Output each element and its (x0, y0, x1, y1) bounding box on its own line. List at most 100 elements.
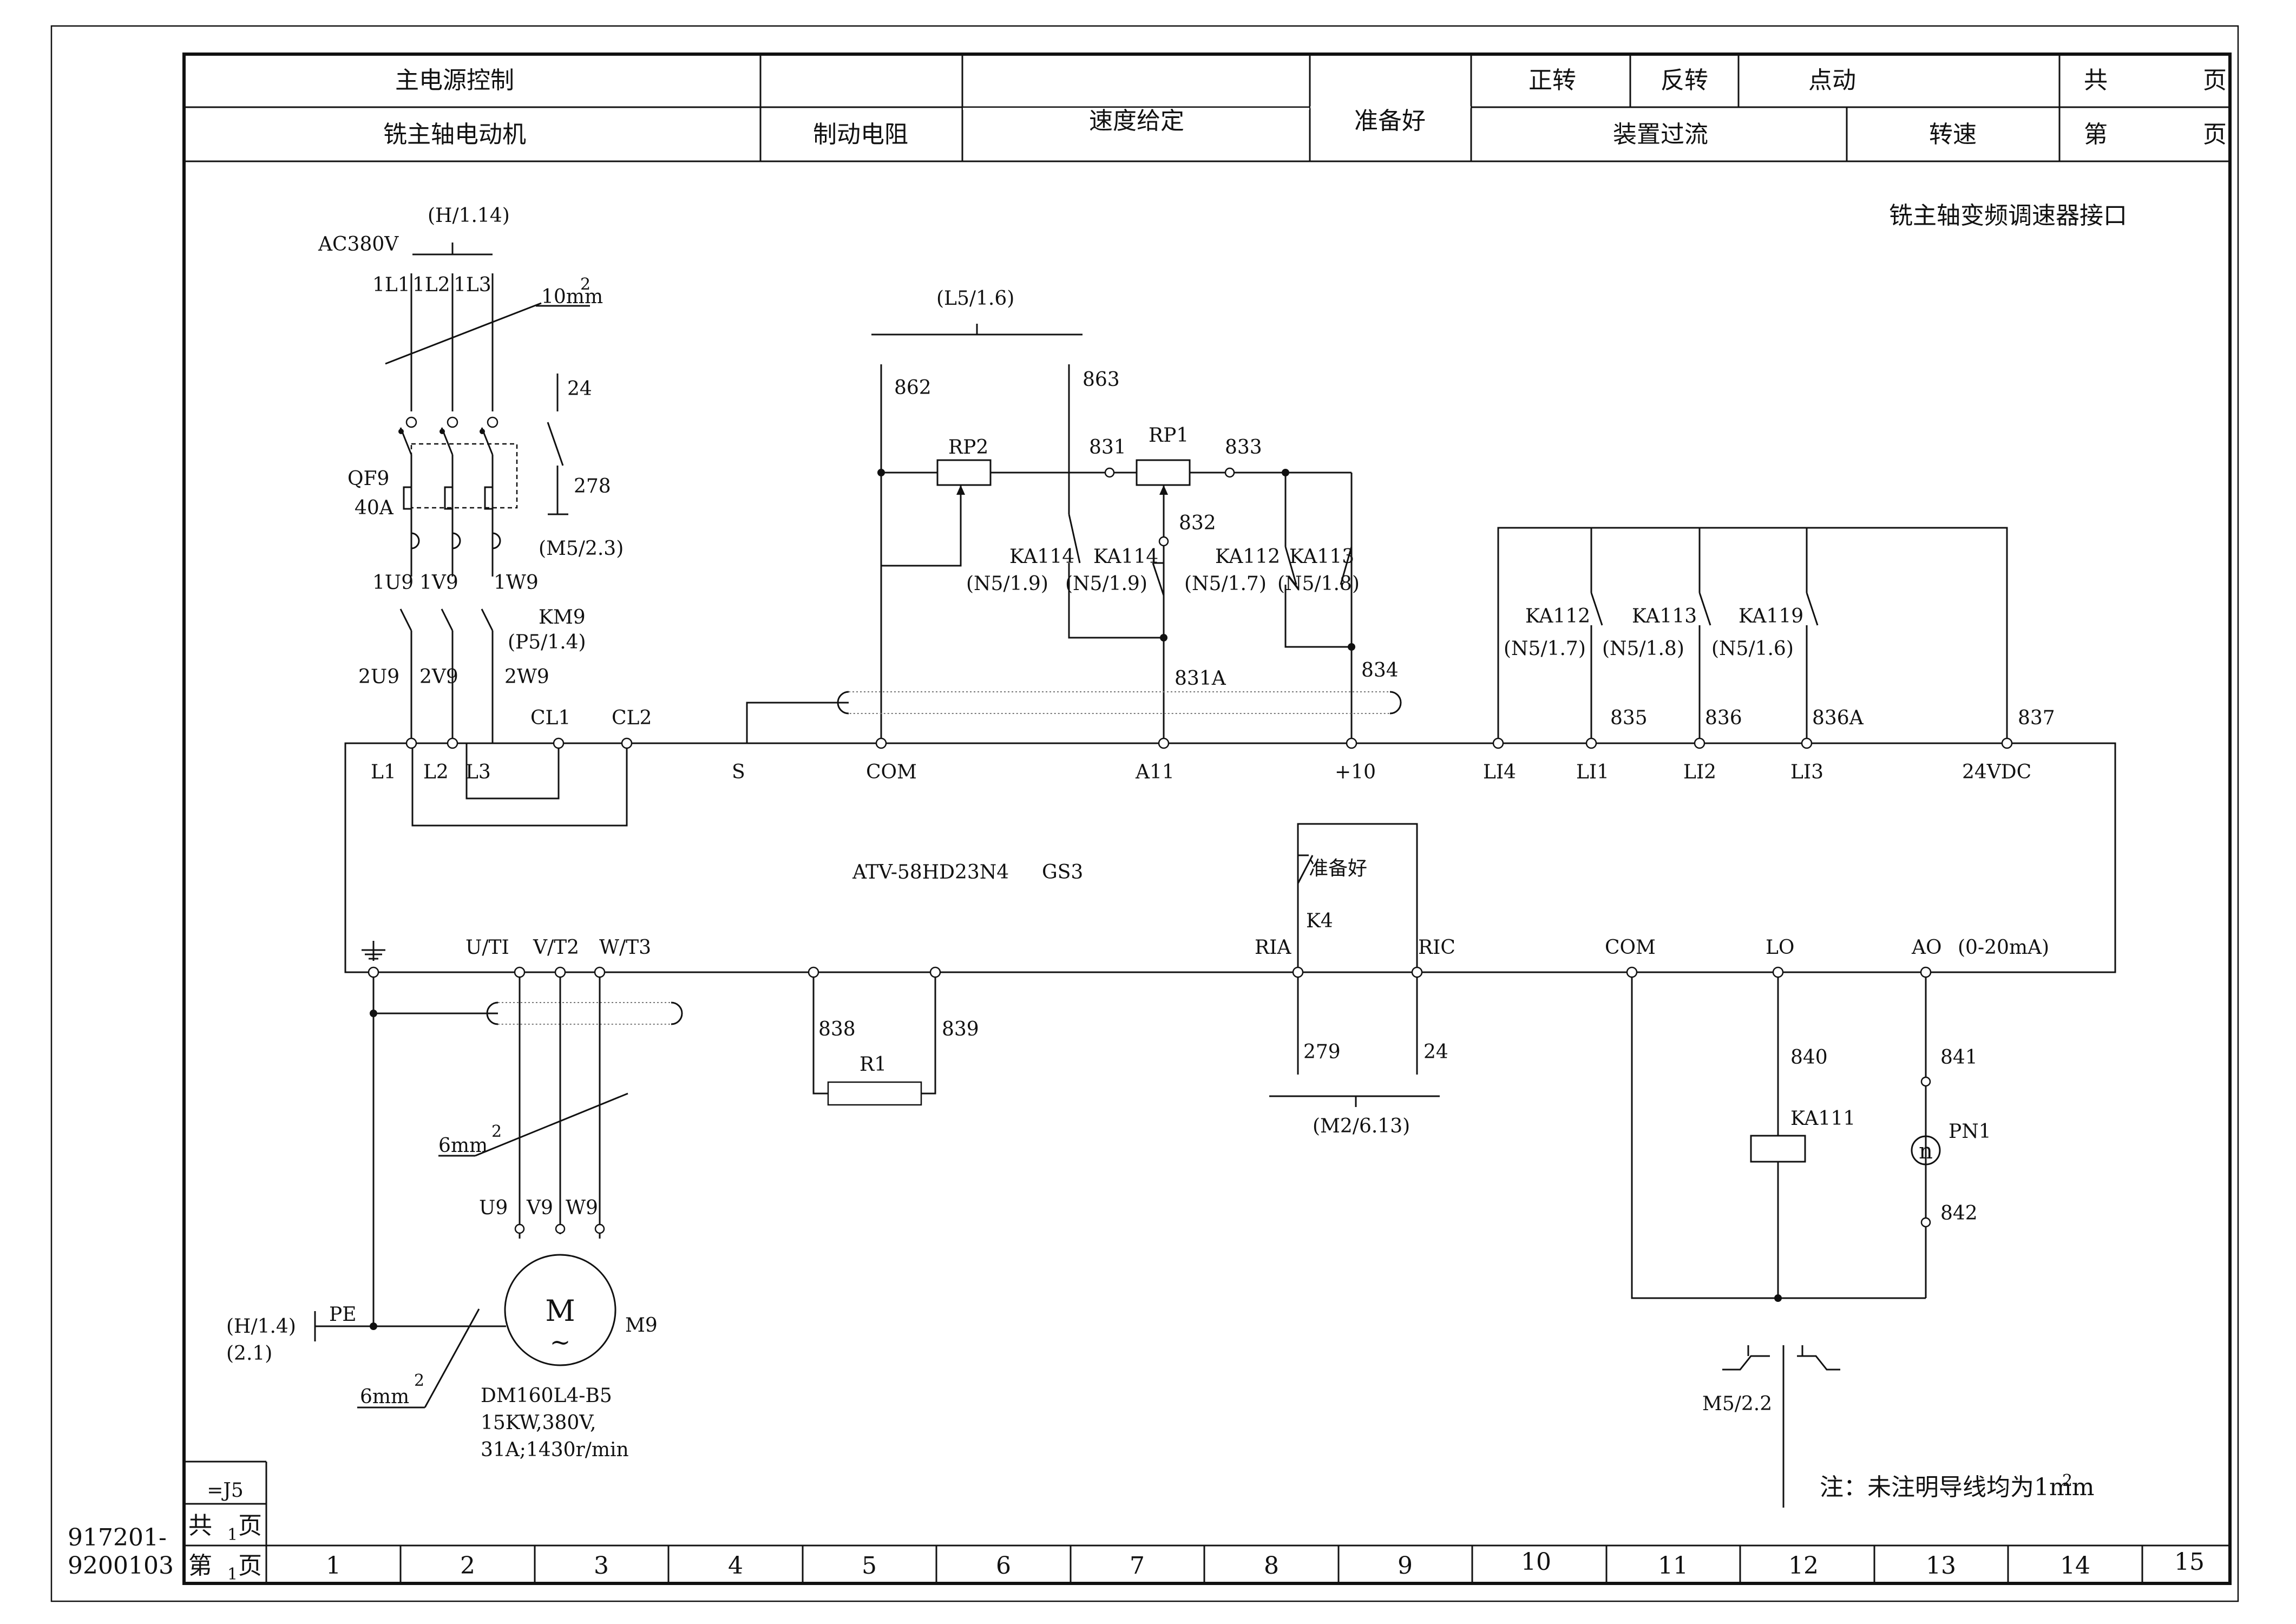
pot-rp2 (936, 459, 992, 486)
tb-page-unit: 页 (2203, 121, 2227, 148)
speed-ref: (L5/1.6) (936, 287, 1014, 310)
meter-symbol: n (1919, 1139, 1933, 1164)
wire-837: 837 (2018, 707, 2055, 729)
tb-speed: 转速 (1929, 121, 1977, 148)
drive-term-ria: RIA (1255, 937, 1291, 959)
tb-total-unit: 页 (2203, 67, 2227, 94)
aux-top-wire: 24 (567, 378, 592, 400)
drive-term-li3: LI3 (1790, 761, 1823, 783)
tb-spindle-motor: 铣主轴电动机 (383, 121, 526, 148)
side-total-label: 共 (188, 1512, 212, 1540)
drive-term-l1: L1 (371, 761, 396, 783)
note-sup: 2 (2062, 1471, 2072, 1490)
wire-835: 835 (1610, 707, 1648, 729)
power-wire-sup: 2 (580, 275, 591, 294)
breaker-out-w: 1W9 (494, 572, 539, 594)
tb-reverse: 反转 (1661, 67, 1708, 94)
drive-term-l2: L2 (423, 761, 449, 783)
side-code: =J5 (207, 1479, 244, 1502)
pe-wire-size: 6mm (360, 1386, 409, 1408)
motor-symbol: M (545, 1294, 575, 1328)
power-section: (H/1.14) AC380V 1L1 1L2 1L3 10mm 2 (318, 205, 652, 827)
tb-main-power: 主电源控制 (395, 67, 514, 94)
contact-ka113-a: KA113 (1289, 546, 1354, 568)
drive-term-com: COM (866, 761, 917, 783)
li-contact-ka112-ref: (N5/1.7) (1504, 638, 1586, 660)
contact-ka112-a-ref: (N5/1.7) (1184, 573, 1267, 595)
output-section: 840 KA111 841 n PN1 842 M5/2.2 (1626, 966, 1991, 1508)
col-1: 1 (326, 1552, 341, 1580)
drive-term-ao: AO (1911, 937, 1942, 959)
wire-838: 838 (818, 1018, 856, 1040)
resistor-r1-label: R1 (860, 1053, 887, 1076)
wire-831a: 831A (1175, 667, 1226, 690)
drive-term-ric: RIC (1418, 937, 1455, 959)
motor-term-w9: W9 (566, 1197, 598, 1219)
power-source: AC380V (318, 233, 399, 256)
relay-ka111-icon (1750, 1135, 1806, 1163)
li-contact-ka119: KA119 (1739, 605, 1803, 627)
wire-833: 833 (1225, 436, 1262, 459)
col-5: 5 (862, 1552, 877, 1580)
contact-ka114-a: KA114 (1009, 546, 1074, 568)
pe-wire-sup: 2 (414, 1371, 424, 1390)
col-13: 13 (1926, 1552, 1956, 1580)
wire-24: 24 (1423, 1041, 1448, 1063)
tb-jog: 点动 (1808, 67, 1856, 94)
frequency-drive: ATV-58HD23N4 GS3 L1 L2 L3 S COM A11 +10 … (344, 742, 2116, 973)
li-contact-ka113: KA113 (1632, 605, 1697, 627)
contactor-out-v: 2V9 (419, 666, 458, 688)
motor-wire-sup: 2 (491, 1122, 502, 1141)
col-7: 7 (1130, 1552, 1145, 1580)
contactor-name: KM9 (539, 606, 586, 628)
li-contact-ka113-ref: (N5/1.8) (1602, 638, 1684, 660)
phase-1l1: 1L1 (372, 274, 410, 296)
brake-resistor-section: 838 839 R1 (808, 966, 979, 1106)
contact-ka112-a: KA112 (1215, 546, 1280, 568)
contact-ka114-b: KA114 (1093, 546, 1158, 568)
breaker-qf9 (398, 416, 518, 577)
contactor-ref: (P5/1.4) (508, 631, 586, 653)
drive-term-w: W/T3 (599, 937, 651, 959)
side-page-label: 第 (188, 1552, 212, 1580)
power-ref: (H/1.14) (428, 205, 510, 227)
col-8: 8 (1264, 1552, 1279, 1580)
wire-834: 834 (1361, 659, 1399, 682)
contact-ka114-b-ref: (N5/1.9) (1065, 573, 1147, 595)
drive-term-24vdc: 24VDC (1962, 761, 2031, 783)
motor-spec-1: DM160L4-B5 (481, 1385, 612, 1407)
breaker-aux-contact (547, 374, 568, 515)
motor-pe-ref-1: (H/1.4) (226, 1315, 296, 1338)
breaker-out-u: 1U9 (372, 572, 414, 594)
col-10: 10 (1521, 1548, 1551, 1576)
li-contact-ka119-ref: (N5/1.6) (1711, 638, 1794, 660)
motor-name: M9 (625, 1314, 658, 1337)
tb-overcurrent: 装置过流 (1613, 121, 1708, 148)
tb-brake-resistor: 制动电阻 (813, 121, 908, 148)
motor-term-v9: V9 (526, 1197, 553, 1219)
wire-863: 863 (1083, 369, 1120, 391)
power-wire-size: 10mm (541, 286, 603, 308)
wire-841: 841 (1940, 1046, 1978, 1069)
col-12: 12 (1788, 1552, 1819, 1580)
contact-ka113-a-ref: (N5/1.8) (1277, 573, 1360, 595)
sheet-title: 铣主轴变频调速器接口 (1889, 202, 2127, 230)
speed-reference-section: (L5/1.6) 862 863 RP2 831 RP1 833 832 KA1 (746, 287, 1402, 749)
col-2: 2 (460, 1552, 475, 1580)
col-14: 14 (2060, 1552, 2090, 1580)
li-contact-ka112: KA112 (1525, 605, 1590, 627)
wire-831: 831 (1089, 436, 1126, 459)
contactor-out-w: 2W9 (504, 666, 549, 688)
side-page-value: 1 (227, 1565, 238, 1584)
ready-circuit-section: 279 24 (M2/6.13) (1269, 966, 1448, 1137)
tb-speed-setpoint: 速度给定 (1089, 107, 1184, 135)
phase-1l3: 1L3 (454, 274, 491, 296)
breaker-out-v: 1V9 (419, 572, 458, 594)
sheet-frame (50, 25, 2239, 1602)
col-11: 11 (1658, 1552, 1688, 1580)
drive-model: ATV-58HD23N4 (852, 861, 1009, 883)
drawing-number-2: 9200103 (68, 1552, 174, 1580)
wire-862: 862 (894, 377, 931, 399)
motor-wire-size: 6mm (438, 1135, 488, 1157)
pot-rp1 (1136, 459, 1191, 486)
